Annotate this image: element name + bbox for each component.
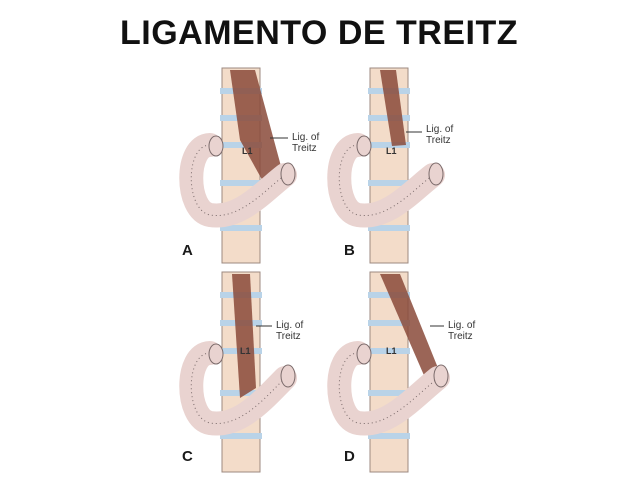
anatomy-illustration-a	[179, 67, 297, 264]
panel-b: Lig. of Treitz L1 B	[318, 60, 618, 270]
panel-letter: C	[182, 448, 193, 465]
slide-title: LIGAMENTO DE TREITZ	[120, 14, 518, 52]
vertebra-label: L1	[386, 346, 397, 356]
ligament-label: Lig. of Treitz	[276, 320, 304, 342]
vertebra-label: L1	[240, 346, 251, 356]
panel-d: Lig. of Treitz L1 D	[318, 268, 618, 478]
ligament-label: Lig. of Treitz	[448, 320, 476, 342]
anatomy-illustration-d	[327, 271, 450, 473]
ligament-label: Lig. of Treitz	[426, 124, 454, 146]
panel-letter: D	[344, 448, 355, 465]
anatomy-illustration-c	[179, 271, 297, 473]
panel-a: Lig. of Treitz L1 A	[170, 60, 470, 270]
anatomy-illustration-b	[327, 67, 445, 264]
ligament-label: Lig. of Treitz	[292, 132, 320, 154]
panel-c: Lig. of Treitz L1 C	[170, 268, 470, 478]
vertebra-label: L1	[386, 146, 397, 156]
panel-letter: A	[182, 242, 193, 259]
panel-letter: B	[344, 242, 355, 259]
vertebra-label: L1	[242, 146, 253, 156]
